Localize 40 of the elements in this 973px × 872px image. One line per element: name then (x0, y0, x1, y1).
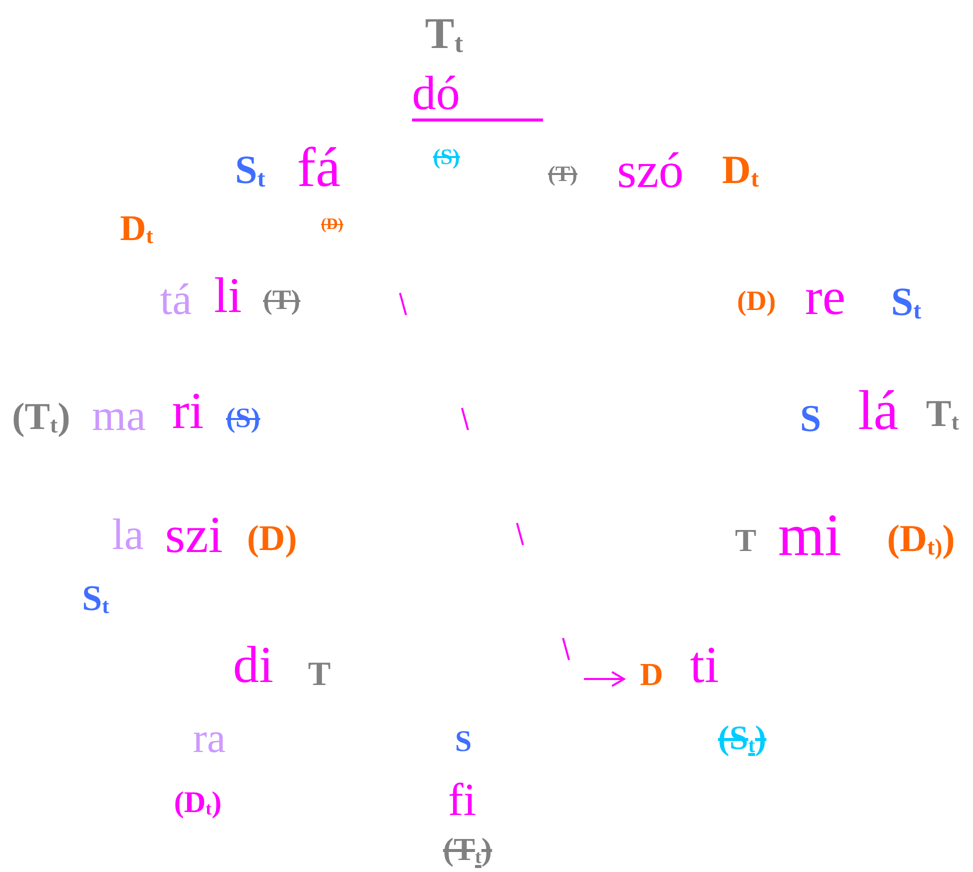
syllable-label: fi (448, 777, 476, 823)
function-label: S$_{t}$ (82, 580, 110, 616)
function-label: T$_{t}$ (425, 12, 464, 56)
function-label: S$_{t}$ (235, 150, 266, 190)
function-label: T$_{t}$ (926, 395, 959, 433)
function-label: (T) (263, 287, 300, 315)
function-label: (D) (321, 217, 344, 233)
syllable-label: re (805, 272, 846, 324)
function-label: D$_{t}$ (722, 150, 759, 190)
function-label: S (800, 400, 822, 438)
function-label: (S) (226, 405, 260, 433)
function-label: S (455, 727, 472, 757)
syllable-label: li (214, 270, 242, 320)
syllable-label: tá (160, 278, 192, 322)
syllable-label: dó (412, 70, 460, 118)
function-label: (T$_{t}$) (12, 398, 70, 436)
syllable-label: di (233, 640, 274, 692)
function-label: D$_{t}$ (120, 210, 154, 246)
function-label: (S) (433, 146, 460, 168)
function-label: (T) (548, 163, 578, 185)
syllable-label: ra (193, 718, 226, 760)
function-label: D (640, 658, 664, 690)
syllable-label: ma (92, 394, 146, 438)
function-label: (S$_{t}$) (718, 722, 766, 756)
function-label: (D$_{t}$) (174, 788, 222, 818)
syllable-label: la (112, 513, 144, 557)
syllable-label: mi (778, 505, 842, 565)
function-label: (T$_{t}$) (443, 833, 492, 865)
function-label: S$_{t}$ (891, 282, 922, 322)
syllable-label: ti (690, 640, 719, 692)
function-label: (D) (247, 520, 297, 556)
function-label: (D$_{t)}$) (887, 520, 955, 558)
function-label: T (735, 524, 756, 556)
syllable-label: ri (172, 386, 204, 438)
function-label: T (308, 658, 331, 692)
syllable-label: lá (858, 383, 898, 439)
syllable-label: fá (297, 140, 341, 196)
syllable-label: szi (165, 510, 223, 562)
function-label: (D) (737, 288, 776, 316)
syllable-label: szó (617, 145, 684, 195)
